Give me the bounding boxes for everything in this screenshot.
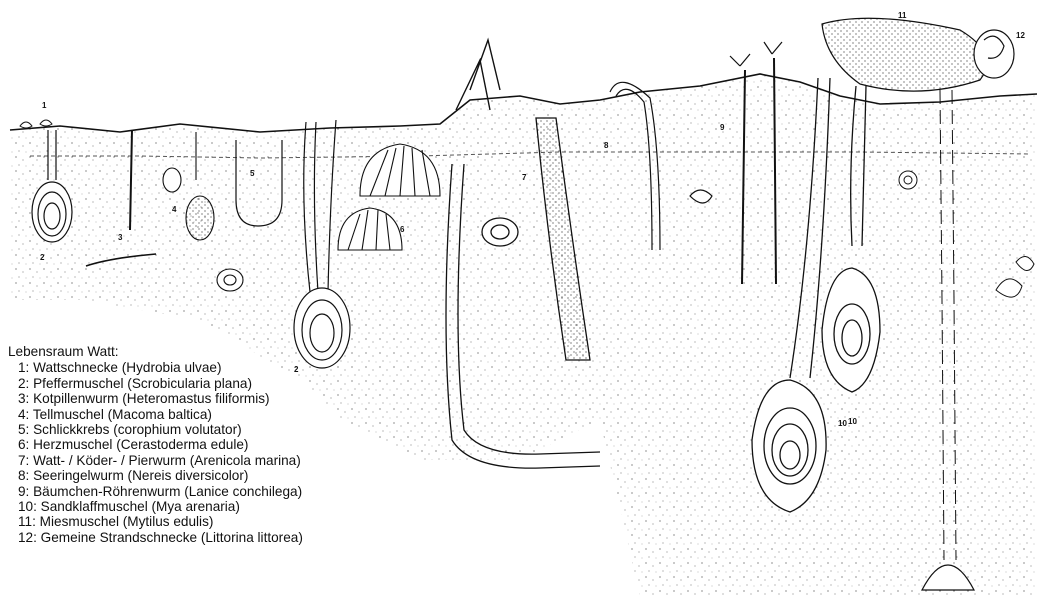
legend-item: 9: Bäumchen-Röhrenwurm (Lanice conchileg… bbox=[18, 484, 408, 499]
legend-title: Lebensraum Watt: bbox=[8, 344, 408, 359]
figure-number-6: 6 bbox=[400, 225, 405, 234]
figure-number-9: 9 bbox=[720, 123, 725, 132]
figure-number-7: 7 bbox=[522, 173, 527, 182]
figure-number-1: 1 bbox=[42, 101, 47, 110]
legend: Lebensraum Watt: 1: Wattschnecke (Hydrob… bbox=[8, 344, 408, 545]
legend-item: 3: Kotpillenwurm (Heteromastus filiformi… bbox=[18, 391, 408, 406]
legend-item: 4: Tellmuschel (Macoma baltica) bbox=[18, 407, 408, 422]
figure-number-2: 2 bbox=[40, 253, 45, 262]
legend-item: 12: Gemeine Strandschnecke (Littorina li… bbox=[18, 530, 408, 545]
figure-number-10b: 10 bbox=[848, 417, 857, 426]
figure-number-5: 5 bbox=[250, 169, 255, 178]
figure-number-12: 12 bbox=[1016, 31, 1025, 40]
legend-item: 10: Sandklaffmuschel (Mya arenaria) bbox=[18, 499, 408, 514]
legend-item: 1: Wattschnecke (Hydrobia ulvae) bbox=[18, 360, 408, 375]
legend-item: 5: Schlickkrebs (corophium volutator) bbox=[18, 422, 408, 437]
figure-number-3: 3 bbox=[118, 233, 123, 242]
figure-number-4: 4 bbox=[172, 205, 177, 214]
legend-item: 11: Miesmuschel (Mytilus edulis) bbox=[18, 514, 408, 529]
figure-number-11: 11 bbox=[898, 11, 907, 20]
legend-item: 6: Herzmuschel (Cerastoderma edule) bbox=[18, 437, 408, 452]
legend-list: 1: Wattschnecke (Hydrobia ulvae) 2: Pfef… bbox=[8, 360, 408, 545]
littorina-drawing bbox=[974, 30, 1014, 78]
legend-item: 8: Seeringelwurm (Nereis diversicolor) bbox=[18, 468, 408, 483]
legend-item: 7: Watt- / Köder- / Pierwurm (Arenicola … bbox=[18, 453, 408, 468]
mytilus-bed-drawing bbox=[822, 18, 987, 91]
figure-number-8: 8 bbox=[604, 141, 609, 150]
figure-number-10: 10 bbox=[838, 419, 847, 428]
legend-item: 2: Pfeffermuschel (Scrobicularia plana) bbox=[18, 376, 408, 391]
